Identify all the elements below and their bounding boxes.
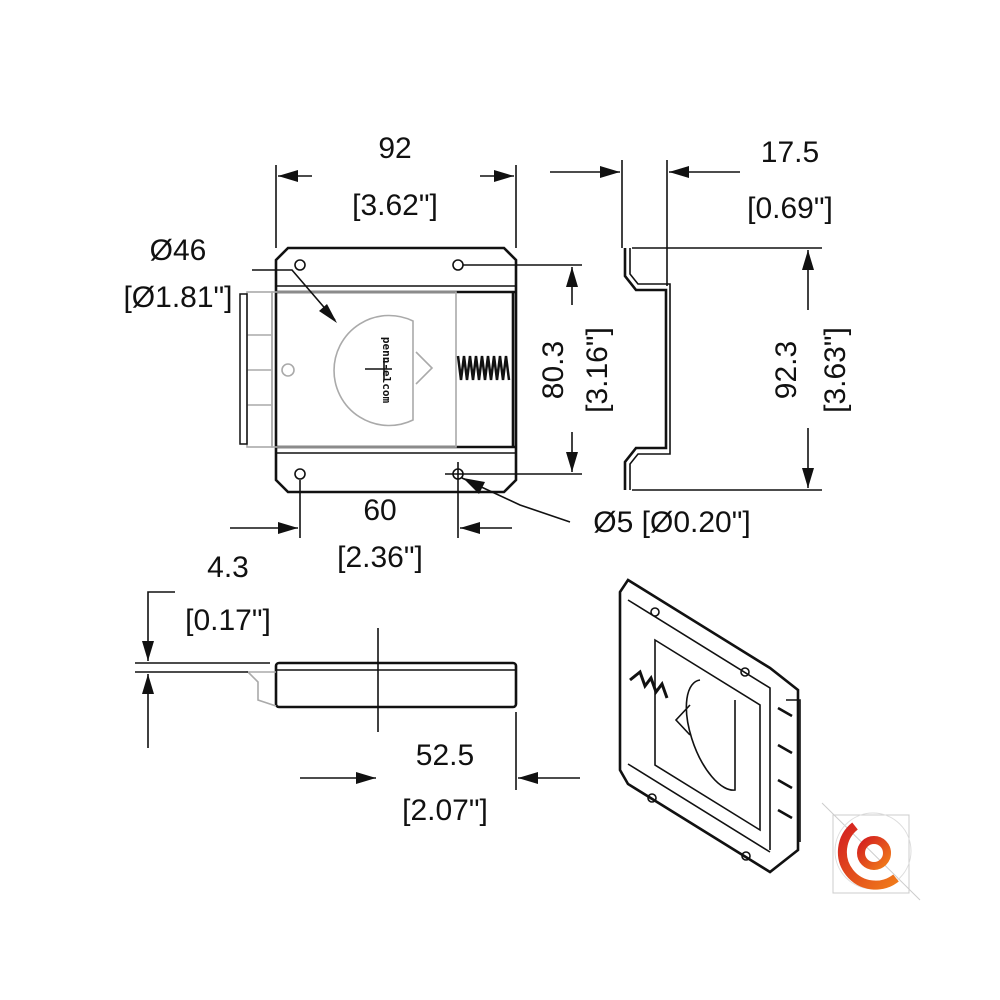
engraving-text: penn-elcom: [380, 337, 393, 404]
bolt-dia-mm: Ø46: [150, 234, 207, 267]
brand-logo: [821, 802, 921, 901]
throw-in: [0.17"]: [185, 604, 271, 637]
dimension-hole-spacing-h: 60 [2.36"]: [230, 462, 512, 574]
depth-in: [0.69"]: [747, 192, 833, 225]
width-mm: 92: [378, 132, 411, 165]
bolt-dia-in: [Ø1.81"]: [123, 281, 232, 314]
hole-spacing-h-in: [2.36"]: [337, 541, 423, 574]
bolt-len-mm: 52.5: [416, 739, 474, 772]
dimension-hole-dia: Ø5 [Ø0.20"]: [461, 477, 751, 539]
isometric-view: [618, 578, 801, 874]
depth-mm: 17.5: [761, 136, 819, 169]
dimension-hole-spacing-v: 80.3 [3.16"]: [445, 264, 614, 475]
hole-spacing-h-mm: 60: [363, 494, 396, 527]
dimension-width: 92 [3.62"]: [275, 132, 517, 248]
bottom-view: 4.3 [0.17"] 52.5 [2.07"]: [135, 551, 580, 827]
throw-mm: 4.3: [207, 551, 249, 584]
front-view: penn-elcom: [239, 246, 518, 494]
dimension-height: 92.3 [3.63"]: [632, 247, 852, 491]
bolt-len-in: [2.07"]: [402, 794, 488, 827]
side-view: 17.5 [0.69"]: [550, 136, 833, 490]
width-in: [3.62"]: [352, 189, 438, 222]
height-in: [3.63"]: [819, 327, 852, 413]
hole-dia: Ø5 [Ø0.20"]: [593, 506, 750, 539]
dimension-bolt-dia: Ø46 [Ø1.81"]: [123, 234, 337, 323]
hole-spacing-v-in: [3.16"]: [581, 327, 614, 413]
hole-spacing-v-mm: 80.3: [537, 341, 570, 399]
height-mm: 92.3: [770, 341, 803, 399]
